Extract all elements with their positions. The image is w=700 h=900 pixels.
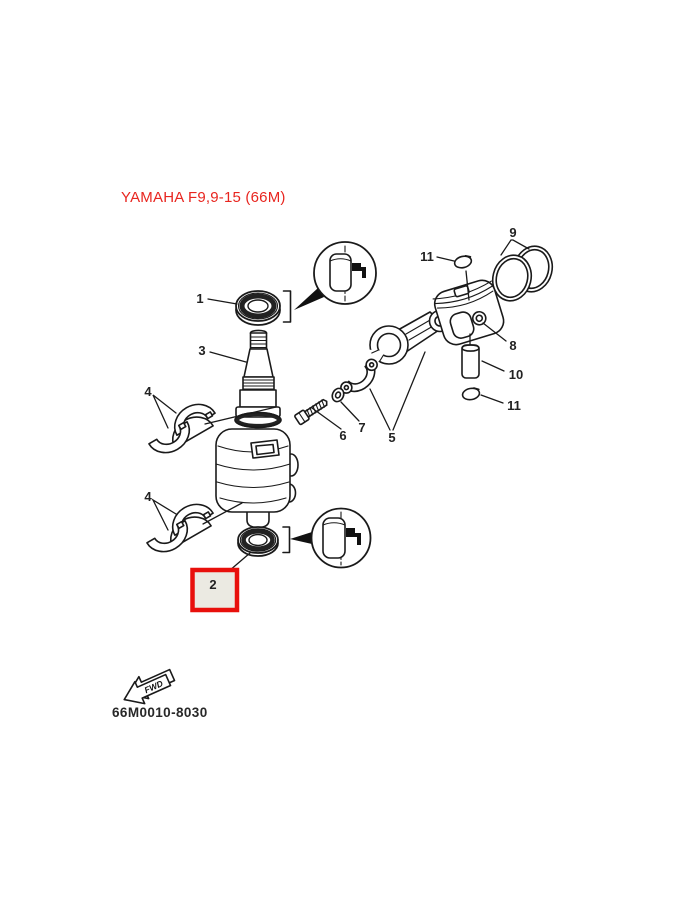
part-piston-pin (461, 344, 480, 379)
part-oil-seal-upper (235, 290, 292, 326)
part-piston-rings (491, 245, 554, 302)
callout-11-upper[interactable]: 11 (420, 249, 434, 264)
part-piston (432, 279, 505, 346)
callout-7[interactable]: 7 (358, 420, 365, 435)
part-oil-seal-lower (237, 526, 291, 557)
highlight-box-part-2[interactable] (190, 567, 240, 613)
seal-detail-inset-top (294, 241, 377, 310)
part-crankshaft (215, 329, 299, 529)
seal-detail-inset-bottom (290, 507, 372, 569)
rod-cap (340, 358, 378, 394)
fwd-direction-icon: FWD (123, 668, 176, 705)
callout-4-lower[interactable]: 4 (144, 489, 152, 504)
part-connecting-rod (340, 309, 452, 394)
part-bolt (294, 398, 328, 426)
part-washer (331, 387, 345, 403)
drawing-number: 66M0010-8030 (112, 705, 208, 720)
callout-9[interactable]: 9 (509, 225, 516, 240)
part-circlip-lower (461, 381, 484, 401)
callout-5[interactable]: 5 (388, 430, 395, 445)
part-circlip-upper (453, 249, 476, 269)
callout-3[interactable]: 3 (198, 343, 205, 358)
part-main-bearings-lower (146, 503, 214, 553)
callout-11-lower[interactable]: 11 (507, 398, 521, 413)
callout-4-upper[interactable]: 4 (144, 384, 152, 399)
callout-10[interactable]: 10 (509, 367, 523, 382)
callout-1[interactable]: 1 (196, 291, 203, 306)
page-title: YAMAHA F9,9-15 (66M) (121, 189, 286, 206)
callout-2[interactable]: 2 (209, 577, 216, 592)
callout-6[interactable]: 6 (339, 428, 346, 443)
bracket-seal-2 (282, 526, 291, 554)
leader-lines (151, 239, 530, 578)
bracket-seal-1 (282, 290, 292, 323)
part-main-bearings-upper (148, 403, 216, 454)
callout-8[interactable]: 8 (509, 338, 516, 353)
